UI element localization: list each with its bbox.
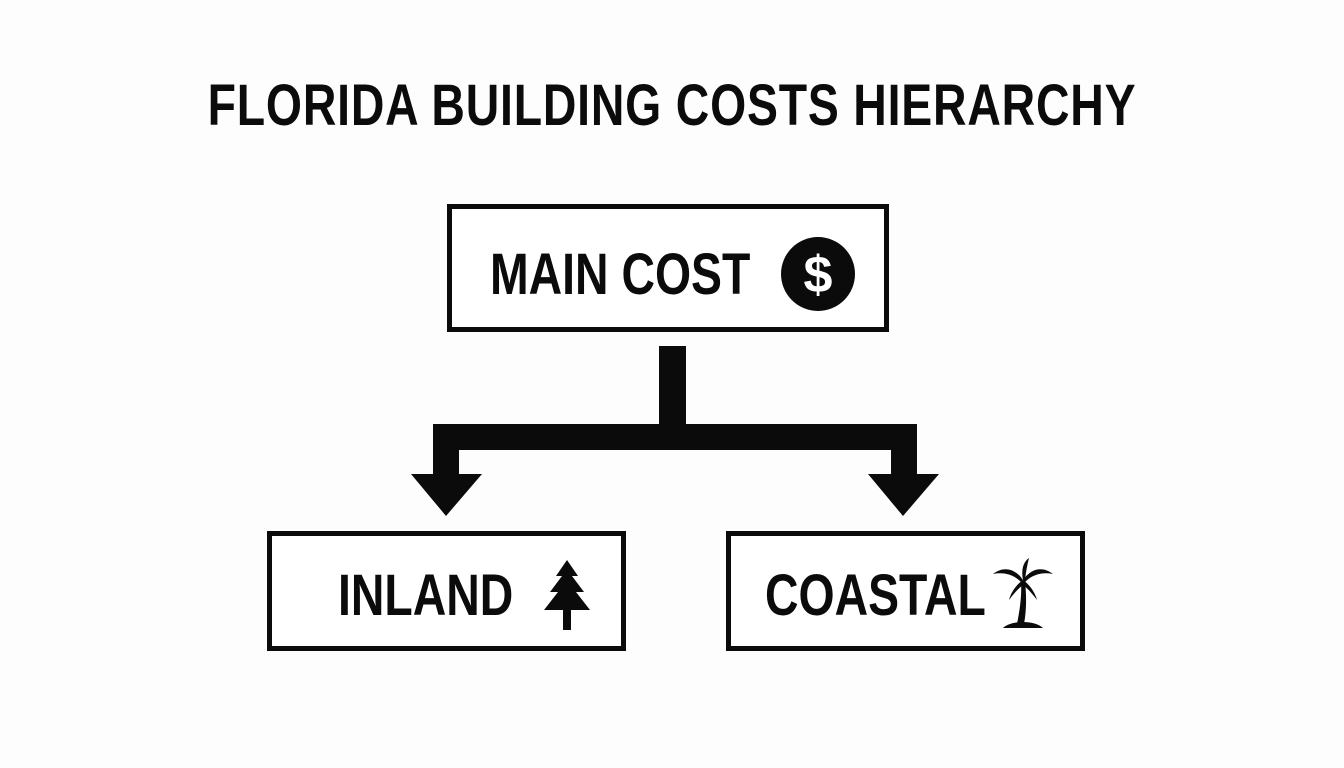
root-node-main-cost: MAIN COST $ [447,204,889,332]
root-node-label: MAIN COST [490,242,751,307]
right-drop-connector [891,424,917,478]
diagram-title: FLORIDA BUILDING COSTS HIERARCHY [207,73,1137,138]
right-arrowhead [868,474,939,516]
child-node-coastal: COASTAL [726,531,1085,651]
dollar-coin-icon: $ [781,237,855,311]
left-arrowhead [411,474,482,516]
root-stem-connector [659,346,686,426]
left-drop-connector [433,424,459,478]
pine-tree-icon [544,560,590,630]
palm-tree-icon [993,558,1053,628]
svg-text:$: $ [804,246,833,304]
child-node-label: INLAND [338,563,514,628]
child-node-inland: INLAND [267,531,626,651]
horizontal-branch-connector [433,424,917,450]
child-node-label: COASTAL [765,563,986,628]
